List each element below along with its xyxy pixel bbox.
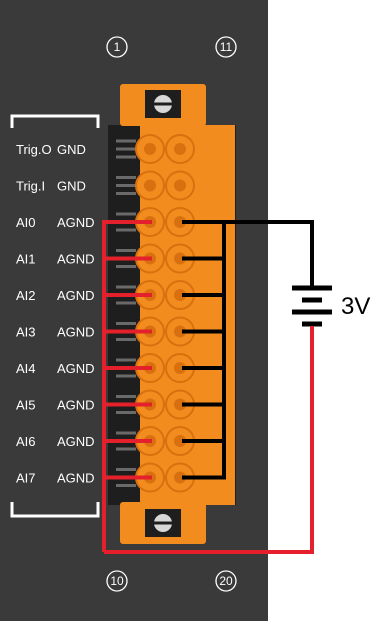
bottom-screw xyxy=(145,509,181,537)
signal-label: AI7 xyxy=(16,471,36,486)
ground-label: AGND xyxy=(57,325,95,340)
clamp-hole xyxy=(174,216,186,228)
terminal-row: AI1 AGND xyxy=(16,243,226,274)
terminal-row: AI5 AGND xyxy=(16,389,226,420)
contact-stripe xyxy=(116,192,136,195)
signal-label: AI6 xyxy=(16,434,36,449)
clamp-hole xyxy=(174,179,186,192)
contact-stripe xyxy=(116,322,136,325)
contact-stripe xyxy=(116,139,136,143)
pin-number-bottom-left: 10 xyxy=(106,570,128,592)
contact-stripe xyxy=(116,468,136,471)
pin-number-top-right: 11 xyxy=(215,36,237,58)
contact-stripe xyxy=(116,431,136,435)
terminal-row: Trig.O GND xyxy=(16,134,195,164)
contact-stripe xyxy=(116,249,136,252)
signal-label: AI4 xyxy=(16,361,36,376)
signal-label: Trig.I xyxy=(16,179,45,194)
contact-stripe xyxy=(116,358,136,362)
ground-label: AGND xyxy=(57,288,95,303)
contact-stripe xyxy=(116,147,136,151)
contact-stripe xyxy=(116,411,136,414)
ground-label: GND xyxy=(57,179,86,194)
ground-label: AGND xyxy=(57,215,95,230)
clamp-hole xyxy=(174,435,186,447)
contact-stripe xyxy=(116,395,136,398)
clamp-hole xyxy=(174,362,186,374)
contact-stripe xyxy=(116,155,136,159)
pin-number-top-right-label: 11 xyxy=(220,40,233,54)
terminal-row: AI4 AGND xyxy=(16,353,226,383)
terminal-row: AI6 AGND xyxy=(16,426,226,456)
clamp-hole xyxy=(174,252,186,265)
signal-label: Trig.O xyxy=(16,142,52,157)
terminal-row: AI0 AGND xyxy=(16,207,226,237)
contact-stripe xyxy=(116,228,136,232)
clamp-hole xyxy=(174,289,186,301)
pin-number-bottom-right-label: 20 xyxy=(219,574,233,588)
terminal-row: AI2 AGND xyxy=(16,280,226,310)
ground-label: AGND xyxy=(57,361,95,376)
signal-label: AI3 xyxy=(16,325,36,340)
ground-wire-to-battery xyxy=(215,220,314,286)
clamp-hole xyxy=(174,143,186,155)
positive-wire-to-battery xyxy=(104,326,314,554)
contact-stripe xyxy=(116,301,136,305)
terminal-row: Trig.I GND xyxy=(16,170,195,201)
clamp-hole xyxy=(174,325,186,338)
battery-icon xyxy=(292,285,332,327)
terminal-row: AI3 AGND xyxy=(16,316,226,347)
contact-stripe xyxy=(116,176,136,179)
ground-label: AGND xyxy=(57,398,95,413)
pin-number-top-left-label: 1 xyxy=(114,40,121,54)
ground-label: GND xyxy=(57,142,86,157)
pin-number-top-left: 1 xyxy=(106,36,128,58)
contact-stripe xyxy=(116,484,136,487)
contact-stripe xyxy=(116,374,136,378)
battery-circuit: 3V xyxy=(102,220,370,554)
clamp-hole xyxy=(174,398,186,411)
ground-label: AGND xyxy=(57,434,95,449)
signal-label: AI1 xyxy=(16,252,36,267)
ground-label: AGND xyxy=(57,471,95,486)
label-bracket xyxy=(10,114,100,518)
clamp-hole xyxy=(144,179,156,192)
clamp-hole xyxy=(144,143,156,155)
battery-voltage-label: 3V xyxy=(341,293,370,320)
contact-stripe xyxy=(116,447,136,451)
pin-number-bottom-left-label: 10 xyxy=(110,574,124,588)
contact-stripe xyxy=(116,285,136,289)
terminal-row: AI7 AGND xyxy=(16,462,226,493)
contact-stripe xyxy=(116,338,136,341)
top-screw xyxy=(145,90,181,118)
contact-stripe xyxy=(116,265,136,268)
signal-label: AI2 xyxy=(16,288,36,303)
contact-stripe xyxy=(116,212,136,216)
pin-number-bottom-right: 20 xyxy=(215,570,237,592)
signal-label: AI5 xyxy=(16,398,36,413)
contact-stripe xyxy=(116,184,136,187)
signal-label: AI0 xyxy=(16,215,36,230)
ground-label: AGND xyxy=(57,252,95,267)
clamp-hole xyxy=(174,471,186,484)
